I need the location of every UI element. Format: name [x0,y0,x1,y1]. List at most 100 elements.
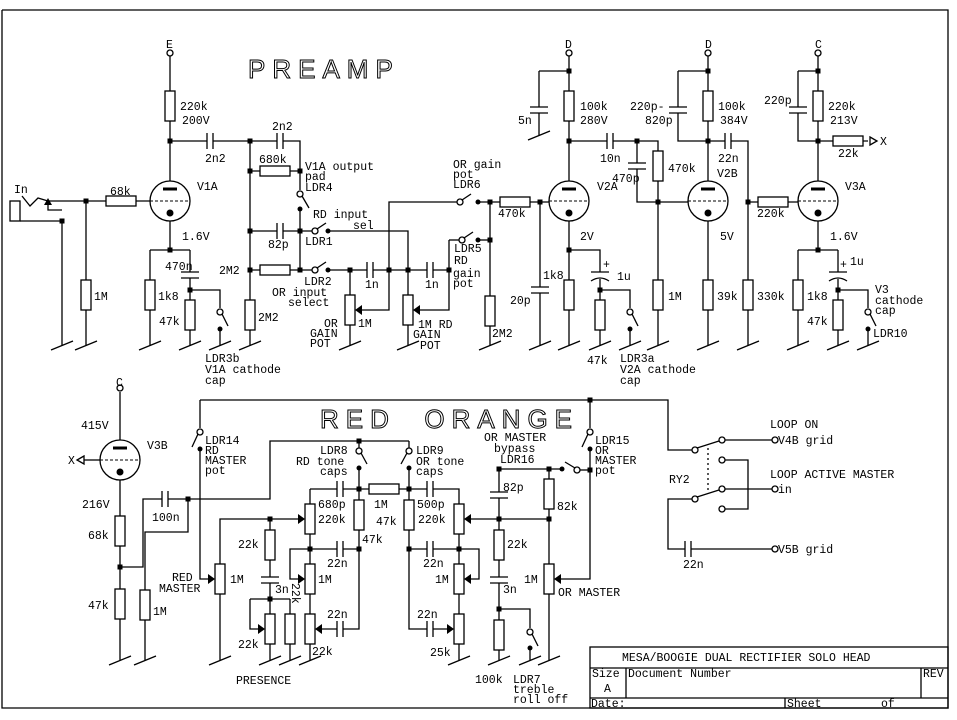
wire [358,270,390,311]
component-label: 22k [288,583,301,604]
potentiometer [402,294,414,326]
component-label: + [840,259,847,272]
potentiometer [543,563,555,595]
component-label: 220k [757,208,785,221]
switch-contact [626,308,634,316]
potentiometer [264,613,276,645]
wire [416,240,450,311]
component-label: X [68,455,75,468]
terminal-icon [718,485,726,493]
junction-node [247,168,253,174]
resistor [792,279,804,311]
wire [636,141,688,203]
potentiometer [304,563,316,595]
size-value: A [604,683,611,696]
wiper-arrow-icon [464,514,471,524]
wire [20,220,63,345]
ground-icon [518,655,542,666]
component-label: PRESENCE [236,675,291,688]
junction-node [185,496,191,502]
input-arrow-icon [75,454,85,466]
component-label: 1M [435,574,449,587]
component-label: MASTER [205,455,247,468]
junction-node [546,516,552,522]
terminal-icon [116,384,124,392]
ground-icon [74,340,98,351]
switch-dot [325,228,331,234]
capacitor-gap [628,163,646,169]
capacitor-gap [685,540,691,558]
component-label: 680p [318,499,346,512]
switch-blade [696,440,720,449]
switch-dot [406,465,412,471]
capacitor-gap [829,272,847,279]
ground-icon [786,340,810,351]
switch-blade [564,461,576,469]
switch-blade [316,222,327,230]
component-label: V3B [147,440,168,453]
switch-contact [456,198,464,206]
component-label: OR MASTER [484,432,546,445]
component-label: LDR7 [513,674,541,687]
junction-node [587,467,593,473]
junction-node [267,596,273,602]
switch-blade [316,261,327,269]
potentiometer [304,613,316,645]
component-label: 1u [850,256,864,269]
component-label: 220k [828,101,856,114]
wire [557,450,591,580]
component-label: 1k8 [543,270,564,283]
switch-blade [696,489,720,498]
switch-blade [531,633,539,647]
ground-icon [487,655,511,666]
component-label: V5B grid [778,544,833,557]
component-label: 68k [88,530,109,543]
component-label: 22n [718,153,739,166]
switch-dot [297,206,303,212]
component-label: OR [324,318,338,331]
wire [21,195,49,207]
switch-contact [311,227,319,235]
component-label: 10n [600,153,621,166]
capacitor-gap [181,272,199,278]
component-label: LDR14 [205,435,240,448]
component-label: pad [305,171,326,184]
component-label: 47k [159,316,180,329]
wire [459,548,480,580]
capacitor-gap [277,132,283,150]
component-label: RD tone [296,456,344,469]
resistor [742,279,754,311]
switch-blade [221,313,229,327]
component-label: RD input [313,209,368,222]
component-label: cathode [875,295,923,308]
junction-node [587,397,593,403]
ground-icon [108,655,132,666]
ground-icon [396,340,420,351]
component-label: 1n [365,279,379,292]
junction-node [496,516,502,522]
component-label: 100k [475,674,503,687]
terminal-icon [771,436,779,444]
resistor [264,529,276,561]
ground-icon [696,340,720,351]
junction-node [705,138,711,144]
component-label: 47k [807,316,828,329]
junction-node [815,138,821,144]
switch-dot [559,466,565,472]
terminal-icon [771,545,779,553]
switch-blade [400,452,408,465]
component-label: LDR4 [305,182,333,195]
document-number-label: Document Number [628,668,732,681]
switch-dot [197,446,203,452]
switch-contact [196,428,204,436]
switch-contact [355,447,363,455]
component-label: 680k [259,154,287,167]
wire [190,289,221,308]
terminal-icon [704,49,712,57]
size-label: Size [592,668,620,681]
wiper-arrow-icon [208,574,215,584]
component-label: 25k [430,647,451,660]
junction-node [566,68,572,74]
resistor [493,619,505,651]
junction-node [167,138,173,144]
